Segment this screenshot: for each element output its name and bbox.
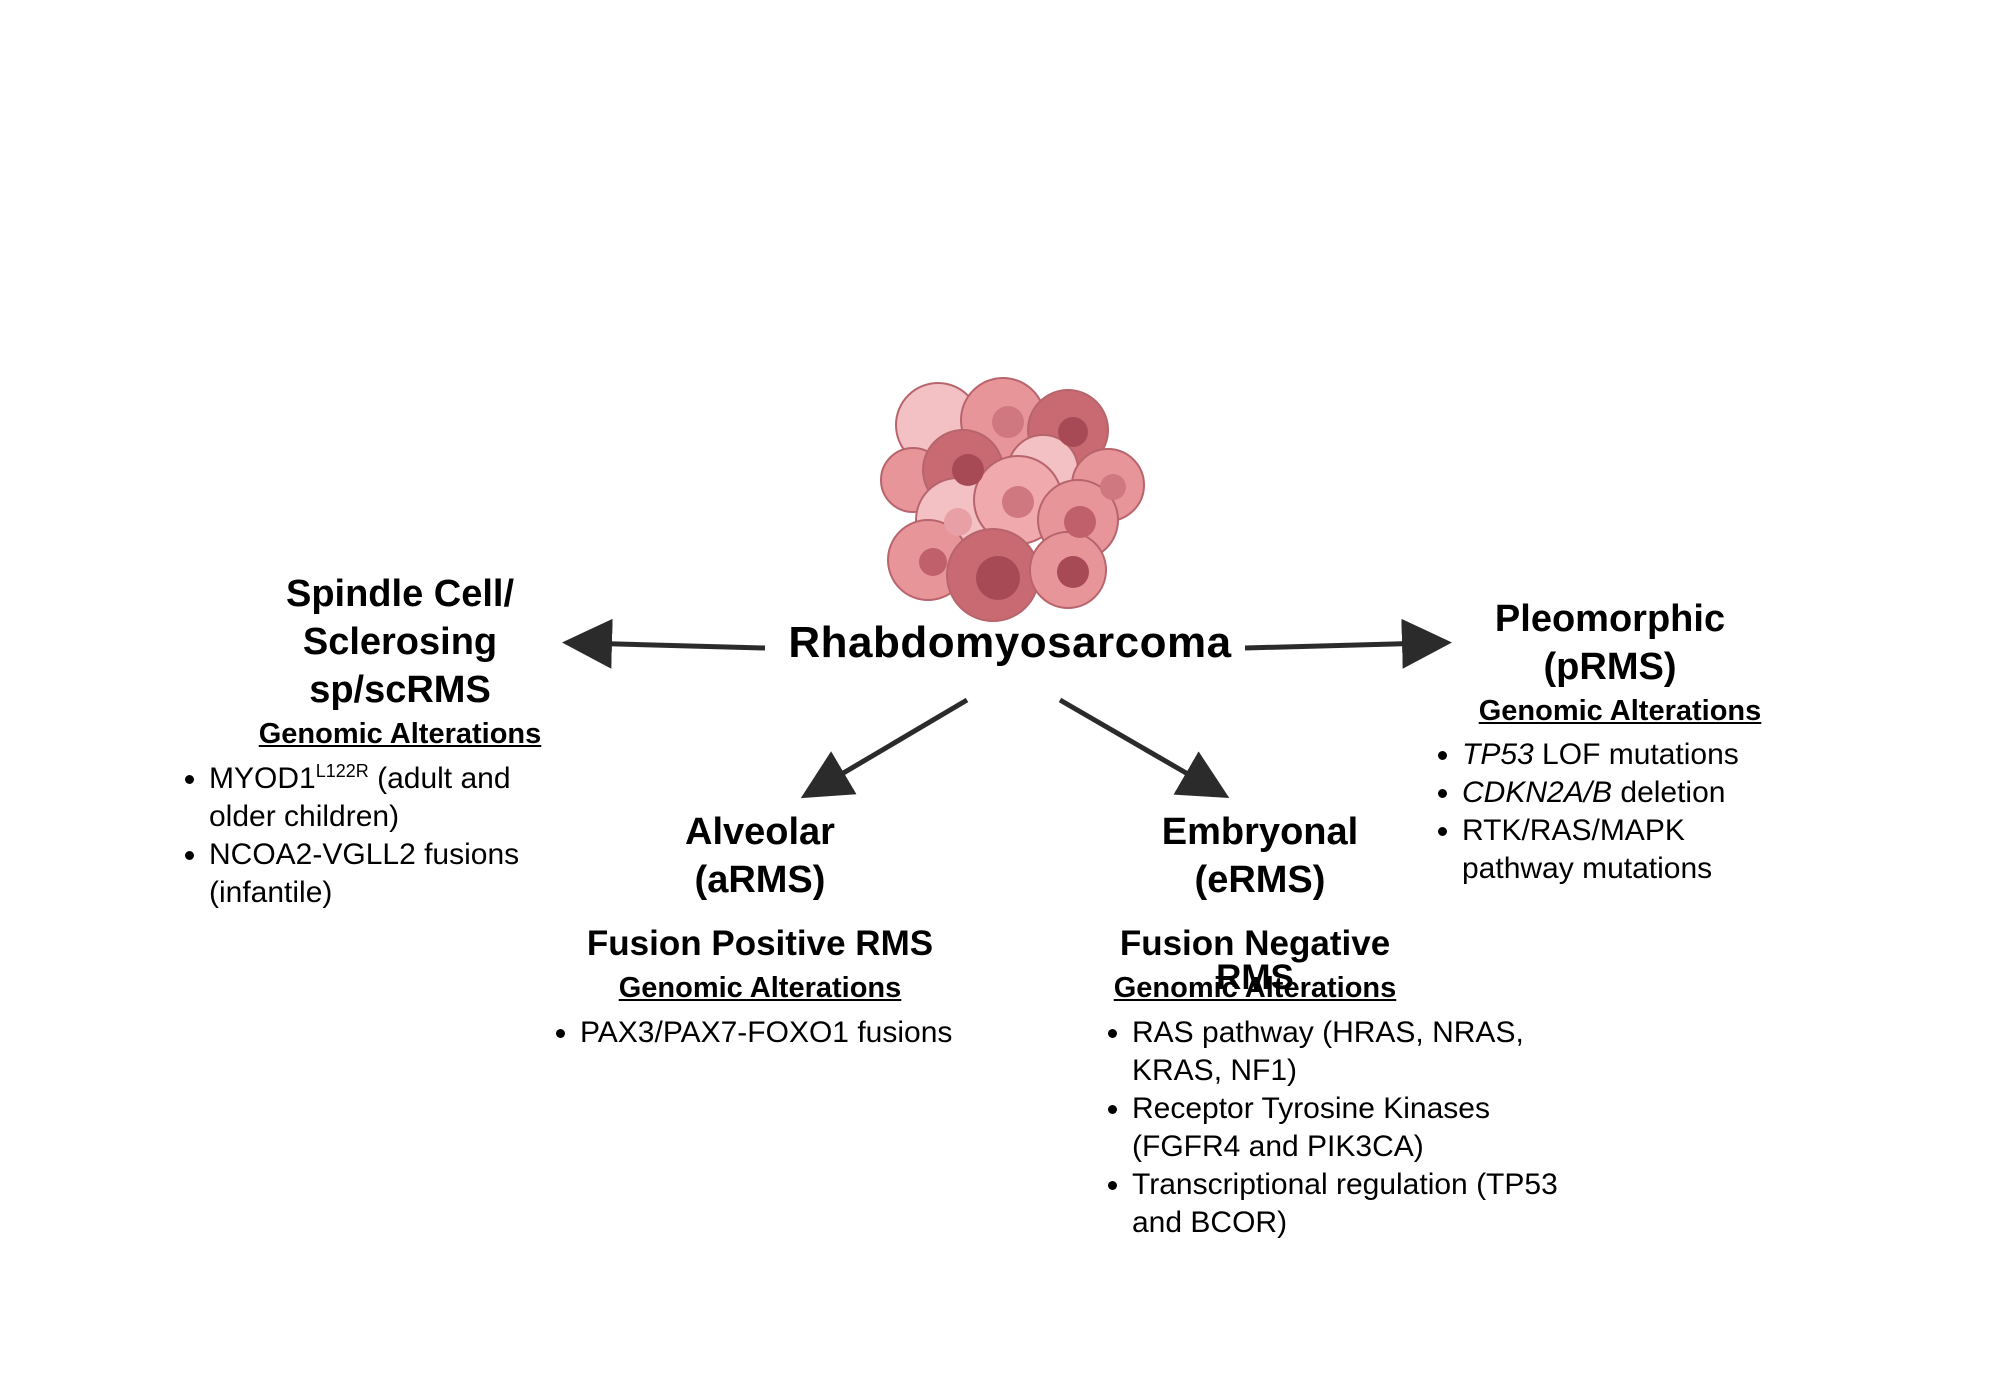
- list-item-rest: LOF mutations: [1533, 738, 1739, 771]
- spindle-title: Spindle Cell/ Sclerosing sp/scRMS: [240, 570, 560, 714]
- embryonal-alterations-list: RAS pathway (HRAS, NRAS, KRAS, NF1) Rece…: [1090, 1014, 1572, 1242]
- list-item-text: MYOD1: [209, 762, 316, 795]
- spindle-title-line1: Spindle Cell/: [285, 573, 515, 615]
- alveolar-genomic-alterations-heading: Genomic Alterations: [618, 972, 902, 1004]
- list-item-superscript: L122R: [315, 761, 369, 781]
- pleomorphic-title: Pleomorphic (pRMS): [1460, 595, 1760, 691]
- spindle-alterations-list: MYOD1L122R (adult and older children) NC…: [167, 760, 569, 912]
- spindle-genomic-alterations-heading: Genomic Alterations: [258, 718, 542, 750]
- list-item-text: RTK/RAS/MAPK pathway mutations: [1462, 814, 1713, 885]
- embryonal-subtitle-line1: Fusion Negative: [1119, 924, 1391, 963]
- pleomorphic-genomic-alterations-heading: Genomic Alterations: [1478, 695, 1762, 727]
- alveolar-title-line2: (aRMS): [694, 859, 826, 901]
- list-item: MYOD1L122R (adult and older children): [209, 760, 569, 836]
- list-item-text: PAX3/PAX7-FOXO1 fusions: [580, 1016, 953, 1049]
- alveolar-subtitle: Fusion Positive RMS: [586, 924, 934, 963]
- list-item: CDKN2A/B deletion: [1462, 774, 1792, 812]
- list-item-gene: TP53: [1462, 738, 1534, 771]
- list-item: TP53 LOF mutations: [1462, 736, 1792, 774]
- list-item: RAS pathway (HRAS, NRAS, KRAS, NF1): [1132, 1014, 1572, 1090]
- spindle-title-line2: Sclerosing: [302, 621, 498, 663]
- embryonal-genomic-alterations-heading: Genomic Alterations: [1113, 972, 1397, 1004]
- list-item: Transcriptional regulation (TP53 and BCO…: [1132, 1166, 1572, 1242]
- list-item-rest: (adult and older children): [209, 762, 511, 833]
- embryonal-subtitle-line2: RMS: [1216, 958, 1294, 997]
- embryonal-title-line1: Embryonal: [1161, 811, 1359, 853]
- embryonal-subtitle: Fusion Negative RMS: [1075, 922, 1435, 1000]
- alveolar-title: Alveolar (aRMS): [620, 808, 900, 904]
- embryonal-title-line2: (eRMS): [1194, 859, 1326, 901]
- embryonal-title: Embryonal (eRMS): [1110, 808, 1410, 904]
- list-item: NCOA2-VGLL2 fusions (infantile): [209, 836, 569, 912]
- arrow-to-alveolar: [800, 697, 969, 799]
- arrow-to-embryonal: [1058, 697, 1230, 799]
- list-item-text: NCOA2-VGLL2 fusions (infantile): [209, 838, 520, 909]
- alveolar-title-line1: Alveolar: [685, 811, 835, 853]
- arrow-to-spindle: [562, 618, 766, 669]
- pleomorphic-title-line1: Pleomorphic: [1494, 598, 1726, 640]
- list-item-text: Receptor Tyrosine Kinases (FGFR4 and PIK…: [1132, 1092, 1490, 1163]
- tumor-cell-cluster-icon: [880, 377, 1145, 622]
- list-item: Receptor Tyrosine Kinases (FGFR4 and PIK…: [1132, 1090, 1572, 1166]
- alveolar-alterations-list: PAX3/PAX7-FOXO1 fusions: [538, 1014, 1040, 1052]
- pleomorphic-title-line2: (pRMS): [1543, 646, 1677, 688]
- list-item: RTK/RAS/MAPK pathway mutations: [1462, 812, 1792, 888]
- list-item-text: Transcriptional regulation (TP53 and BCO…: [1132, 1168, 1558, 1239]
- list-item-gene: CDKN2A/B: [1462, 776, 1613, 809]
- list-item-rest: deletion: [1612, 776, 1726, 809]
- list-item: PAX3/PAX7-FOXO1 fusions: [580, 1014, 1040, 1052]
- pleomorphic-alterations-list: TP53 LOF mutations CDKN2A/B deletion RTK…: [1420, 736, 1792, 888]
- center-title: Rhabdomyosarcoma: [788, 618, 1232, 667]
- list-item-text: RAS pathway (HRAS, NRAS, KRAS, NF1): [1132, 1016, 1524, 1087]
- arrow-to-pleomorphic: [1244, 618, 1452, 669]
- spindle-title-line3: sp/scRMS: [309, 669, 491, 711]
